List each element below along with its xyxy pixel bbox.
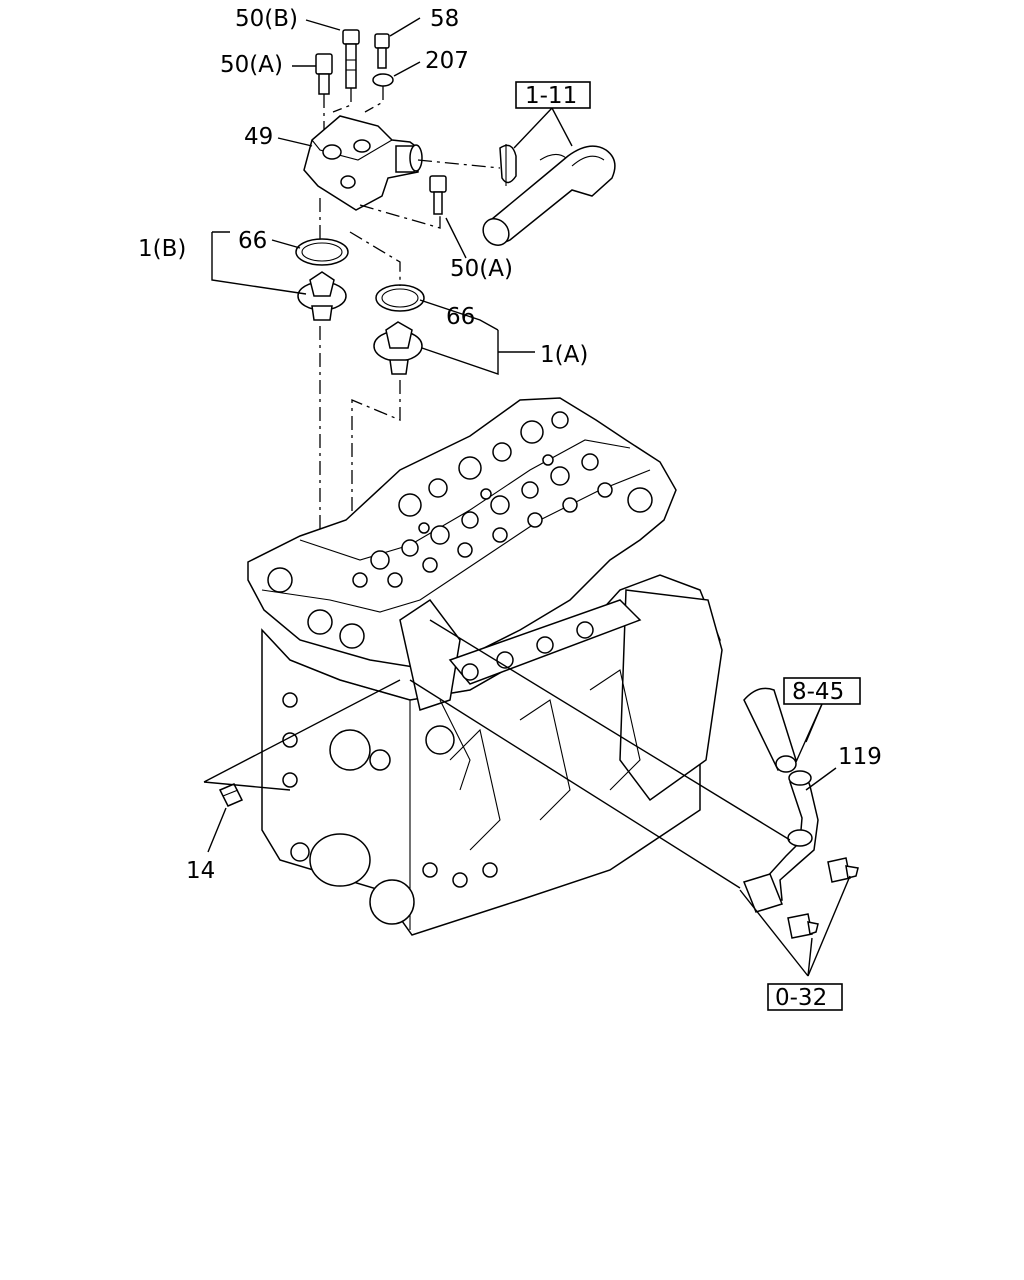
- ref-box-0-32: 0-32: [767, 983, 843, 1011]
- hose-clamp: [499, 144, 517, 186]
- thermostat-housing-49: [303, 115, 423, 211]
- label-1a: 1(A): [540, 342, 588, 368]
- pipe-119: [743, 770, 819, 913]
- label-58: 58: [430, 6, 459, 32]
- label-50b: 50(B): [235, 6, 298, 32]
- bolt-0-32-lower: [787, 913, 819, 939]
- label-66-top: 66: [238, 228, 267, 254]
- ref-label-8-45: 8-45: [792, 679, 844, 705]
- label-66-mid: 66: [446, 304, 475, 330]
- bolt-50b: [342, 29, 360, 89]
- label-119: 119: [838, 744, 882, 770]
- label-50a-top: 50(A): [220, 52, 283, 78]
- bolt-0-32-upper: [827, 857, 859, 883]
- label-49: 49: [244, 124, 273, 150]
- ref-box-8-45: 8-45: [783, 677, 861, 705]
- o-ring-66-mid: [375, 284, 425, 312]
- thermostat-1b: [297, 271, 347, 321]
- ref-box-1-11: 1-11: [515, 81, 591, 109]
- hose-1-11: [482, 145, 616, 246]
- washer-207: [372, 73, 394, 87]
- o-ring-66-top: [295, 238, 349, 266]
- plug-14: [218, 783, 244, 807]
- ref-label-1-11: 1-11: [525, 83, 577, 109]
- engine-block: [247, 397, 723, 936]
- label-207: 207: [425, 48, 469, 74]
- tube-8-45: [743, 687, 797, 773]
- bolt-50a-right: [429, 175, 447, 215]
- label-50a-right: 50(A): [450, 256, 513, 282]
- ref-label-0-32: 0-32: [775, 985, 827, 1011]
- thermostat-1a: [373, 321, 423, 375]
- bolt-50a-top: [315, 53, 333, 95]
- bolt-58: [374, 33, 390, 69]
- label-1b: 1(B): [138, 236, 186, 262]
- label-14: 14: [186, 858, 215, 884]
